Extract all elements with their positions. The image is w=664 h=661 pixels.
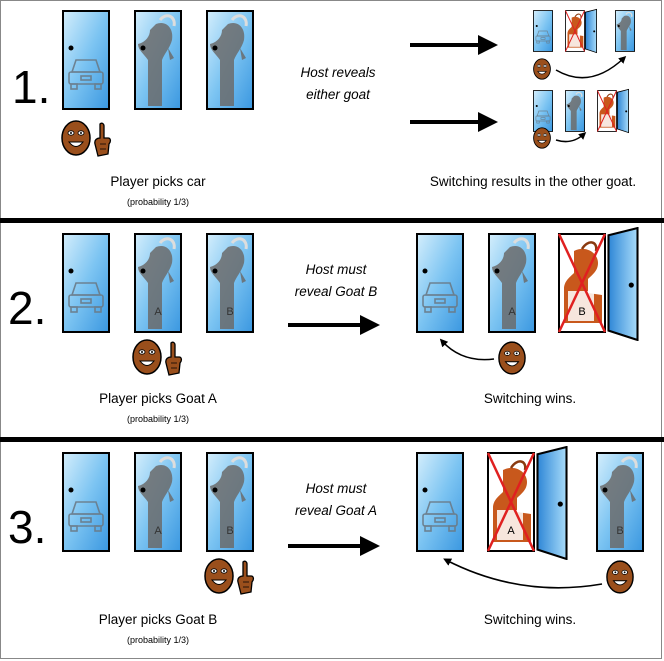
pick-caption: Player picks Goat A [99, 391, 217, 406]
scenario-1-graphics [61, 8, 635, 157]
door-label-b: B [226, 306, 234, 318]
mini-face-icon [533, 58, 551, 80]
door-label-a: A [154, 306, 162, 318]
pick-caption: Player picks car [110, 174, 206, 189]
probability-label: (probability 1/3) [126, 414, 190, 424]
door-label-a: A [507, 525, 515, 537]
curved-arrow-icon [443, 558, 603, 589]
door-car-icon [416, 452, 464, 552]
open-door-icon [607, 227, 639, 341]
host-line-1: Host reveals [300, 65, 376, 80]
host-line-2: reveal Goat A [294, 503, 378, 518]
scenario-2: 2. A B A B Host must reveal Goat B Playe… [0, 223, 664, 438]
host-line-1: Host must [305, 481, 367, 496]
player-face-icon [61, 120, 91, 156]
player-face-icon [498, 341, 526, 375]
host-action: Host must reveal Goat A [276, 478, 396, 522]
scenario-1: 1. Host reveals either goat Player picks… [0, 0, 664, 220]
door-car-icon [416, 233, 464, 333]
door-car-icon [62, 452, 110, 552]
scenario-3-graphics [62, 446, 644, 595]
host-line-2: reveal Goat B [294, 284, 378, 299]
mini-face-icon [533, 127, 551, 149]
mini-door-goat-icon [615, 10, 635, 52]
mini-revealed-goat-icon [565, 10, 585, 52]
pick-caption: Player picks Goat B [98, 612, 218, 627]
result-caption: Switching results in the other goat. [429, 174, 637, 189]
door-label-a: A [154, 525, 162, 537]
scenario-number: 1. [12, 61, 51, 113]
result-caption: Switching wins. [483, 391, 577, 406]
mini-door-car-icon [533, 10, 553, 52]
door-label-b: B [578, 306, 586, 318]
open-door-icon [536, 446, 568, 560]
pointing-hand-icon [165, 341, 183, 376]
curved-arrow-icon [555, 131, 587, 143]
mini-revealed-goat-icon [597, 90, 617, 132]
door-car-icon [62, 233, 110, 333]
host-line-1: Host must [305, 262, 367, 277]
host-line-2: either goat [306, 87, 370, 102]
divider [0, 437, 664, 442]
probability-label: (probability 1/3) [126, 635, 190, 645]
curved-arrow-icon [555, 55, 627, 79]
mini-open-door-icon [617, 88, 629, 134]
pointing-hand-icon [94, 122, 112, 157]
probability-label: (probability 1/3) [126, 197, 190, 207]
door-goat-a-icon [134, 10, 182, 110]
scenario-number: 3. [8, 501, 47, 553]
mini-door-car-icon [533, 90, 553, 132]
mini-door-goat-icon [565, 90, 585, 132]
pointing-hand-icon [237, 560, 255, 595]
scenario-2-graphics [62, 227, 639, 376]
curved-arrow-icon [439, 338, 495, 361]
door-label-b: B [226, 525, 234, 537]
host-action: Host must reveal Goat B [276, 259, 396, 303]
door-label-b: B [616, 525, 624, 537]
result-caption: Switching wins. [483, 612, 577, 627]
host-action: Host reveals either goat [278, 62, 398, 106]
mini-open-door-icon [585, 8, 597, 54]
divider [0, 218, 664, 223]
player-face-icon [204, 558, 234, 594]
door-car-icon [62, 10, 110, 110]
door-goat-b-icon [206, 10, 254, 110]
player-face-icon [606, 560, 634, 594]
scenario-number: 2. [8, 282, 47, 334]
player-face-icon [132, 339, 162, 375]
door-label-a: A [508, 306, 516, 318]
scenario-3: 3. A B A B Host must reveal Goat A Playe… [0, 442, 664, 659]
